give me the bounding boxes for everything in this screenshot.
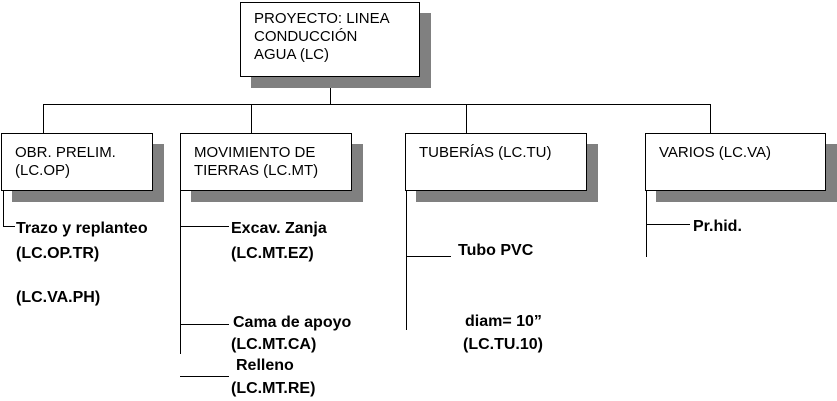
va-item-1-name: Pr.hid.: [693, 218, 742, 235]
mt-item-1-name: Excav. Zanja: [231, 220, 327, 237]
root-connector: [330, 77, 331, 105]
node-obr-prelim: OBR. PRELIM. (LC.OP): [1, 133, 153, 191]
root-node: PROYECTO: LINEA CONDUCCIÓN AGUA (LC): [240, 2, 420, 77]
mt-branch-2: [180, 324, 229, 325]
node-movimiento-tierras-line-1: MOVIMIENTO DE: [194, 144, 316, 161]
node-tuberias: TUBERÍAS (LC.TU): [405, 133, 587, 191]
root-line-1: PROYECTO: LINEA: [254, 10, 390, 27]
tu-item-2-name: diam= 10”: [465, 313, 542, 330]
mt-item-3-code: (LC.MT.RE): [231, 380, 316, 397]
node-obr-prelim-line-2: (LC.OP): [15, 162, 71, 179]
connector-op: [43, 104, 44, 133]
mt-stem: [180, 191, 181, 354]
tu-item-1-name: Tubo PVC: [458, 242, 534, 259]
top-bus-line: [43, 104, 711, 105]
va-branch-1: [646, 224, 690, 225]
op-item-1-name: Trazo y replanteo: [16, 220, 148, 237]
mt-branch-1: [180, 226, 229, 227]
node-varios-line-1: VARIOS (LC.VA): [659, 144, 771, 161]
mt-item-1-code: (LC.MT.EZ): [231, 245, 314, 262]
node-obr-prelim-line-1: OBR. PRELIM.: [15, 144, 116, 161]
node-movimiento-tierras: MOVIMIENTO DE TIERRAS (LC.MT): [180, 133, 352, 191]
mt-branch-3: [180, 376, 229, 377]
tu-branch-1: [406, 256, 451, 257]
node-tuberias-line-1: TUBERÍAS (LC.TU): [419, 144, 552, 161]
mt-item-3-name: Relleno: [236, 357, 294, 374]
op-branch-1: [3, 226, 15, 227]
root-line-2: CONDUCCIÓN: [254, 28, 358, 45]
mt-item-2-name: Cama de apoyo: [233, 314, 352, 331]
connector-tu: [466, 104, 467, 133]
op-stem: [3, 191, 4, 227]
mt-item-2-code: (LC.MT.CA): [231, 336, 317, 353]
connector-mt: [251, 104, 252, 133]
root-line-3: AGUA (LC): [254, 46, 330, 63]
op-item-1-code: (LC.OP.TR): [16, 245, 100, 262]
connector-va: [710, 104, 711, 133]
op-item-2-code: (LC.VA.PH): [16, 289, 101, 306]
node-movimiento-tierras-line-2: TIERRAS (LC.MT): [194, 162, 319, 179]
tu-item-2-code: (LC.TU.10): [463, 336, 543, 353]
node-varios: VARIOS (LC.VA): [645, 133, 826, 191]
tu-stem: [406, 191, 407, 330]
